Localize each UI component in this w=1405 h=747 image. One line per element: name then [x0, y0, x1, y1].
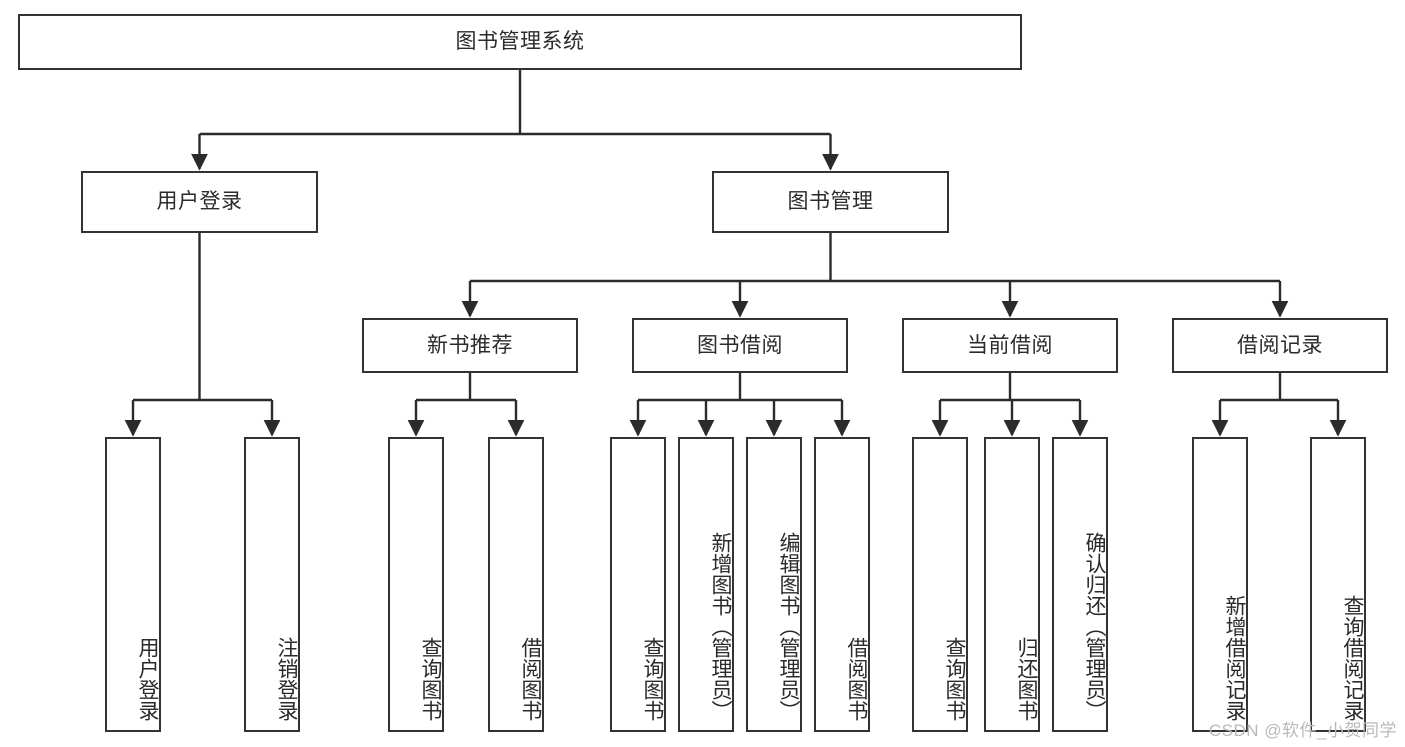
- node-leaf-query-book-1[interactable]: 查询图书: [388, 437, 444, 732]
- node-label: 新书推荐: [427, 333, 513, 357]
- node-leaf-return-book[interactable]: 归还图书: [984, 437, 1040, 732]
- node-label: 当前借阅: [967, 333, 1053, 357]
- node-leaf-query-book-2[interactable]: 查询图书: [610, 437, 666, 732]
- node-book-borrow[interactable]: 图书借阅: [632, 318, 848, 373]
- node-leaf-user-login[interactable]: 用户登录: [105, 437, 161, 732]
- edges: [124, 70, 1347, 437]
- node-label: 查询图书: [943, 637, 966, 721]
- node-leaf-query-book-3[interactable]: 查询图书: [912, 437, 968, 732]
- node-root[interactable]: 图书管理系统: [18, 14, 1022, 70]
- node-label: 借阅图书: [845, 637, 868, 721]
- node-leaf-borrow-book-1[interactable]: 借阅图书: [488, 437, 544, 732]
- node-leaf-query-record[interactable]: 查询借阅记录: [1310, 437, 1366, 732]
- node-label: 图书借阅: [697, 333, 783, 357]
- node-user-login[interactable]: 用户登录: [81, 171, 318, 233]
- node-leaf-user-logout[interactable]: 注销登录: [244, 437, 300, 732]
- node-label: 查询借阅记录: [1341, 595, 1364, 721]
- node-label: 图书管理: [787, 190, 874, 214]
- node-label: 编辑图书（管理员）: [777, 532, 800, 721]
- node-borrow-record[interactable]: 借阅记录: [1172, 318, 1388, 373]
- node-label: 注销登录: [275, 637, 298, 721]
- node-label: 用户登录: [156, 190, 243, 214]
- node-book-manage[interactable]: 图书管理: [712, 171, 949, 233]
- node-leaf-add-record[interactable]: 新增借阅记录: [1192, 437, 1248, 732]
- node-label: 图书管理系统: [455, 30, 585, 54]
- node-current-borrow[interactable]: 当前借阅: [902, 318, 1118, 373]
- node-label: 查询图书: [419, 637, 442, 721]
- watermark-label: CSDN @软件_小贺同学: [1208, 721, 1397, 740]
- node-label: 借阅记录: [1237, 333, 1323, 357]
- node-leaf-confirm-return[interactable]: 确认归还（管理员）: [1052, 437, 1108, 732]
- node-new-book-rec[interactable]: 新书推荐: [362, 318, 578, 373]
- node-leaf-edit-book[interactable]: 编辑图书（管理员）: [746, 437, 802, 732]
- node-leaf-add-book[interactable]: 新增图书（管理员）: [678, 437, 734, 732]
- node-label: 新增借阅记录: [1223, 595, 1246, 721]
- node-label: 归还图书: [1015, 637, 1038, 721]
- node-label: 用户登录: [136, 637, 159, 721]
- node-leaf-borrow-book-2[interactable]: 借阅图书: [814, 437, 870, 732]
- node-label: 确认归还（管理员）: [1083, 532, 1106, 721]
- node-label: 查询图书: [641, 637, 664, 721]
- node-label: 借阅图书: [519, 637, 542, 721]
- node-label: 新增图书（管理员）: [709, 532, 732, 721]
